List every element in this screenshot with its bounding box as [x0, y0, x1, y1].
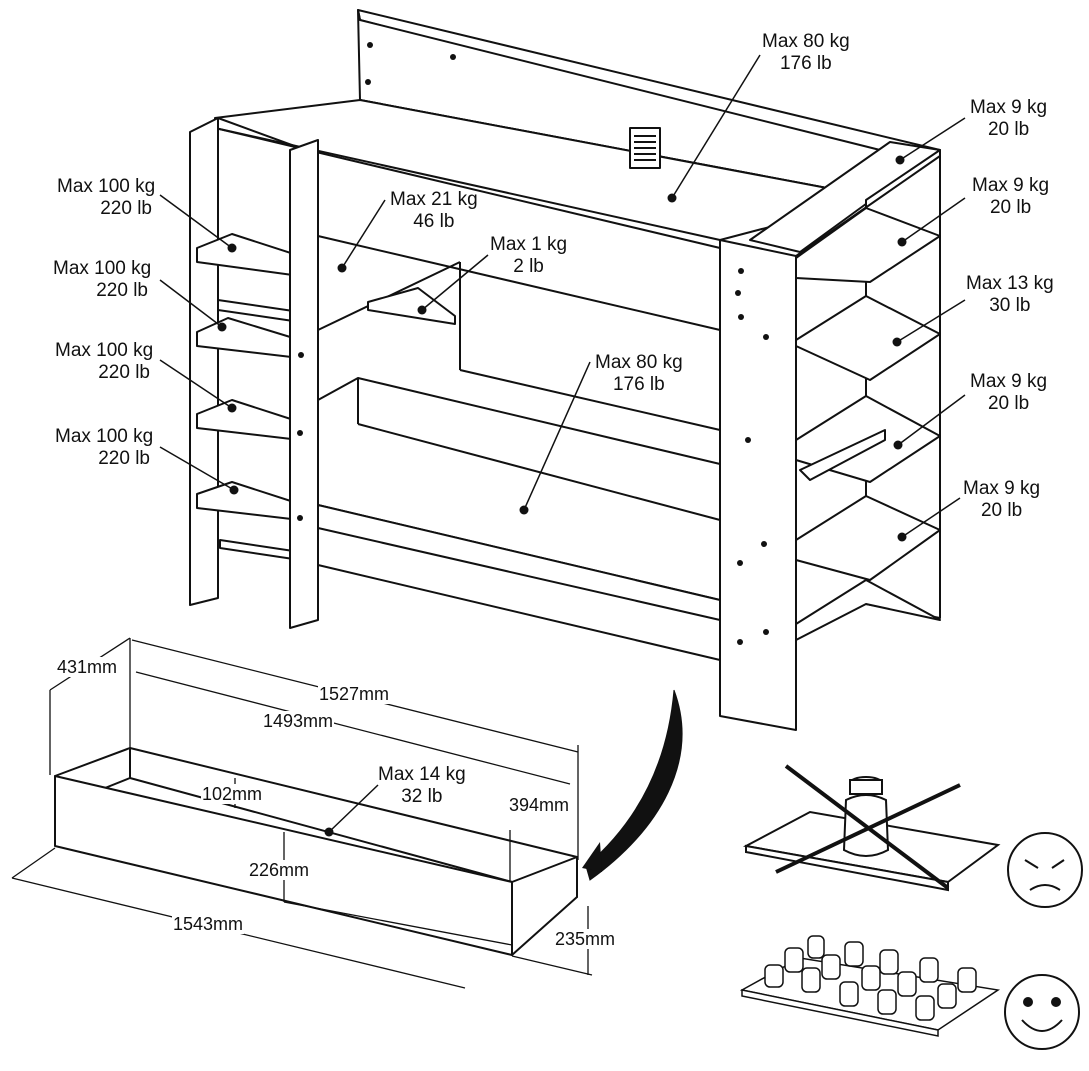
front-ladder-post	[289, 139, 319, 629]
dim-depth: 394mm	[508, 795, 571, 815]
shelf-unit	[795, 149, 941, 641]
dim-length-front: 1543mm	[172, 914, 245, 934]
dim-inner-depth: 226mm	[248, 860, 311, 880]
angry-face-icon	[1007, 832, 1083, 908]
dim-length-inner: 1493mm	[262, 711, 335, 731]
dim-inner-height: 102mm	[201, 784, 264, 804]
ladder-end-panel	[189, 117, 301, 606]
lower-bed	[317, 261, 721, 661]
screw-holes	[297, 42, 769, 645]
leader-lines	[159, 54, 966, 538]
front-end-panel	[719, 239, 797, 731]
distributed-weights-icon	[739, 935, 1001, 1037]
drawer	[54, 747, 578, 956]
dim-length-outer: 1527mm	[318, 684, 391, 704]
dim-height-back: 431mm	[56, 657, 119, 677]
concentrated-weight-crossed-icon	[742, 764, 1001, 892]
arrow-head-icon	[582, 842, 602, 872]
vent-grille-icon	[629, 127, 661, 169]
happy-face-icon	[1004, 974, 1080, 1050]
load-points	[217, 155, 907, 542]
hanging-shelf	[367, 287, 456, 325]
dim-height-front: 235mm	[554, 929, 617, 949]
drawer-leader-line	[328, 784, 379, 833]
